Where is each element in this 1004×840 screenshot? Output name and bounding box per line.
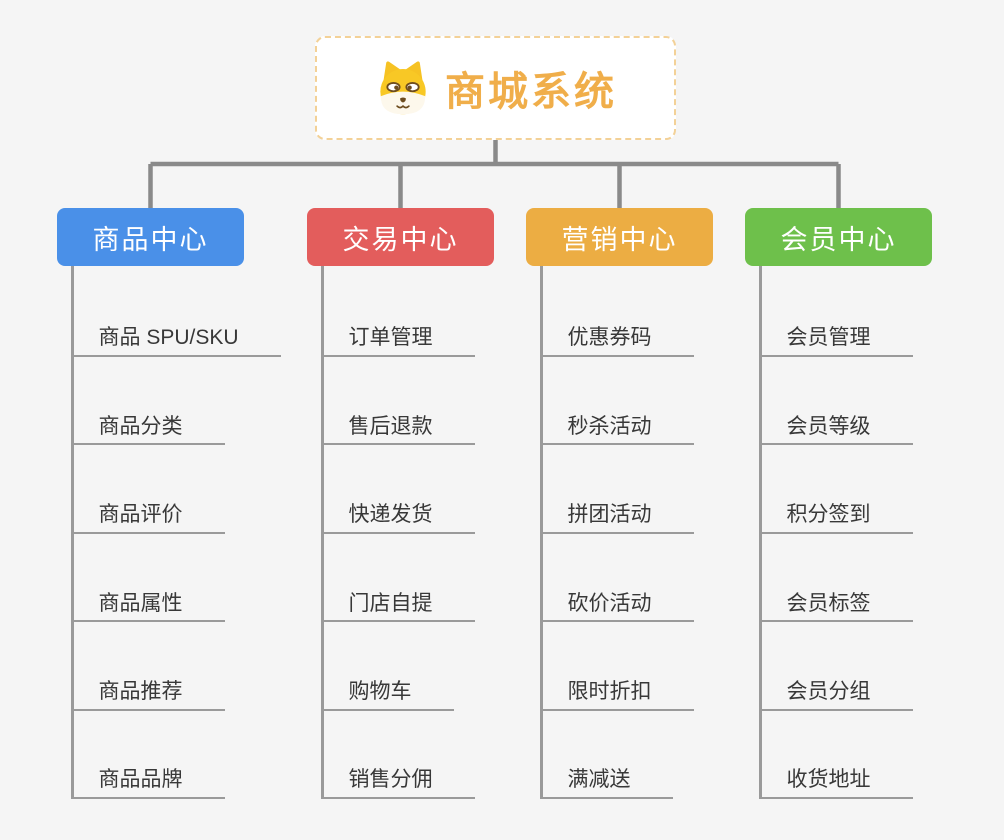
branch-label: 营销中心 <box>561 224 678 255</box>
branch-node-3[interactable]: 会员中心 <box>745 208 932 266</box>
leaf-node[interactable]: 优惠券码 <box>539 311 694 357</box>
leaf-node[interactable]: 商品 SPU/SKU <box>70 311 281 357</box>
leaf-label: 订单管理 <box>348 326 433 350</box>
leaf-node[interactable]: 快递发货 <box>320 488 475 534</box>
leaf-label: 门店自提 <box>348 591 433 615</box>
branch-label: 交易中心 <box>342 224 459 255</box>
leaf-node[interactable]: 订单管理 <box>320 311 475 357</box>
leaf-label: 售后退款 <box>348 414 433 438</box>
leaf-label: 商品品牌 <box>98 768 183 792</box>
leaf-node[interactable]: 购物车 <box>320 665 454 711</box>
leaf-node[interactable]: 会员等级 <box>758 399 913 446</box>
leaf-node[interactable]: 商品分类 <box>70 399 225 446</box>
branch-label: 会员中心 <box>780 224 897 255</box>
leaf-node[interactable]: 会员管理 <box>758 311 913 357</box>
leaf-node[interactable]: 会员分组 <box>758 665 913 711</box>
leaf-label: 销售分佣 <box>348 768 433 792</box>
leaf-label: 商品 SPU/SKU <box>98 326 239 350</box>
leaf-label: 会员标签 <box>786 591 871 615</box>
leaf-node[interactable]: 门店自提 <box>320 576 475 623</box>
root-title: 商城系统 <box>445 70 617 114</box>
leaf-label: 拼团活动 <box>567 503 652 527</box>
leaf-label: 会员等级 <box>786 414 871 438</box>
leaf-node[interactable]: 商品推荐 <box>70 665 225 711</box>
branch-spine-line <box>758 266 762 797</box>
branch-node-1[interactable]: 交易中心 <box>307 208 494 266</box>
leaf-node[interactable]: 收货地址 <box>758 753 913 799</box>
root-node[interactable]: 商城系统 <box>315 36 676 140</box>
leaf-label: 砍价活动 <box>567 591 652 615</box>
leaf-label: 快递发货 <box>348 503 433 527</box>
branch-spine-line <box>320 266 324 797</box>
branch-spine-line <box>70 266 74 797</box>
leaf-label: 收货地址 <box>786 768 871 792</box>
leaf-node[interactable]: 积分签到 <box>758 488 913 534</box>
leaf-node[interactable]: 商品评价 <box>70 488 225 534</box>
dog-face-icon <box>374 59 432 117</box>
leaf-label: 商品属性 <box>98 591 183 615</box>
leaf-node[interactable]: 会员标签 <box>758 576 913 623</box>
leaf-label: 商品评价 <box>98 503 183 527</box>
leaf-label: 限时折扣 <box>567 680 652 704</box>
leaf-label: 会员管理 <box>786 326 871 350</box>
leaf-node[interactable]: 销售分佣 <box>320 753 475 799</box>
branch-spine-line <box>539 266 543 797</box>
leaf-node[interactable]: 秒杀活动 <box>539 399 694 446</box>
leaf-label: 秒杀活动 <box>567 414 652 438</box>
leaf-label: 购物车 <box>348 680 412 704</box>
leaf-node[interactable]: 拼团活动 <box>539 488 694 534</box>
leaf-label: 优惠券码 <box>567 326 652 350</box>
leaf-label: 会员分组 <box>786 680 871 704</box>
branch-node-2[interactable]: 营销中心 <box>526 208 713 266</box>
leaf-label: 商品推荐 <box>98 680 183 704</box>
leaf-node[interactable]: 商品品牌 <box>70 753 225 799</box>
branch-node-0[interactable]: 商品中心 <box>57 208 244 266</box>
leaf-node[interactable]: 砍价活动 <box>539 576 694 623</box>
leaf-node[interactable]: 售后退款 <box>320 399 475 446</box>
leaf-node[interactable]: 商品属性 <box>70 576 225 623</box>
leaf-node[interactable]: 满减送 <box>539 753 673 799</box>
leaf-label: 积分签到 <box>786 503 871 527</box>
leaf-node[interactable]: 限时折扣 <box>539 665 694 711</box>
leaf-label: 满减送 <box>567 768 631 792</box>
branch-label: 商品中心 <box>92 224 209 255</box>
leaf-label: 商品分类 <box>98 414 183 438</box>
